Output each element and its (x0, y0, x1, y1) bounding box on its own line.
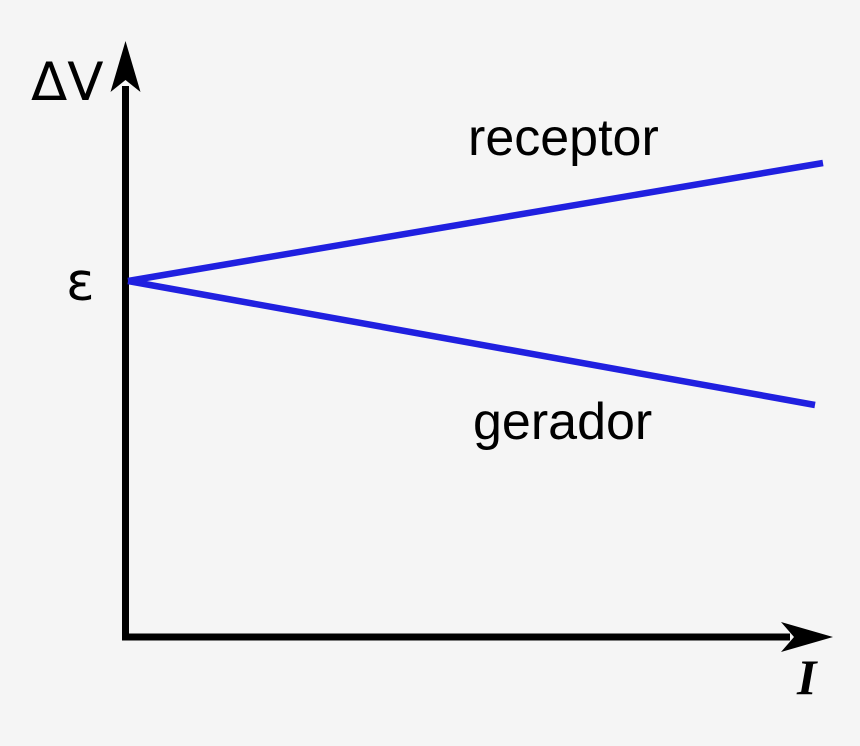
up-arrow-icon (110, 41, 141, 92)
right-arrow-icon (781, 622, 833, 652)
x-axis-label: I (797, 649, 817, 705)
series-line-gerador (127, 277, 816, 409)
series-label-receptor: receptor (468, 109, 659, 167)
series-label-gerador: gerador (473, 393, 653, 451)
y-axis-label: ΔV (31, 52, 104, 113)
y-axis-tick-label-emf: ε (66, 252, 95, 313)
series-line-receptor (127, 159, 824, 285)
